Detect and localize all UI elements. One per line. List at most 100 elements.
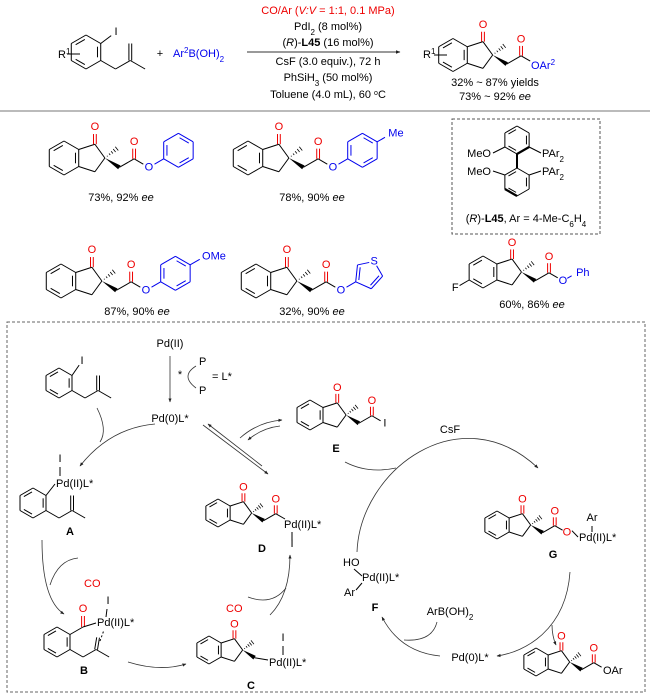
ring-bond [496,510,510,519]
hash-bond [245,645,248,648]
oxygen-atom: O [88,244,97,256]
bond [336,414,347,428]
acyl-iodide-reverse-arrow [247,425,281,441]
bond [528,146,542,154]
ring-bond [484,531,498,540]
bond [78,143,96,150]
hash-bond [528,263,532,267]
bond [522,513,532,526]
csf-reagent: CsF [440,424,460,436]
ester-oxygen: O [559,275,568,287]
bond [506,55,522,65]
ring-bond-bold [516,146,530,155]
aromatic-bond [53,144,64,152]
hash-bond [300,276,303,279]
bond [119,158,135,168]
iodide-label: I [290,538,293,550]
r1-label: R1 [423,47,436,62]
alkene-bond [94,637,98,650]
wedge-bond [242,650,256,660]
hash-bond [537,517,541,521]
ring-bond [523,668,537,677]
ring-bond [205,519,219,528]
bond [311,281,327,291]
bond [317,158,328,165]
aromatic-bond [245,267,256,275]
acyl-iodide-entry-arrow [344,461,397,471]
aryl-ring-bond [178,132,194,143]
ring-bond [56,649,71,658]
aryl-ring-bond [163,158,179,168]
ring-bond [468,255,484,265]
ring-bond [296,399,311,408]
hash-bond [351,408,354,412]
aromatic-bond [473,278,483,285]
aryl-bond [154,158,164,165]
aromatic-bond [209,502,218,508]
ring-bond [247,140,263,150]
bond [95,649,110,658]
pd-ii-complex-g: Pd(II)L* [579,532,617,544]
aryl-ring-bond [178,158,194,168]
oxygen-atom: O [333,382,342,394]
wedge-bond [521,272,537,283]
intermediate-label-c: C [247,680,255,692]
phosphorus-label: P [199,385,206,397]
bond [75,289,93,296]
bond [376,136,386,143]
aromatic-bond [47,630,57,636]
ring-bond [19,487,34,496]
ring-bond [45,367,60,376]
phosphine-label: PAr2 [542,148,565,164]
thiophene-double-bond [370,275,380,286]
ring-bond [504,167,518,176]
bond [94,143,106,159]
aromatic-bond [508,129,517,135]
hash-bond [247,644,250,647]
hash-bond [535,519,538,522]
hash-bond [109,271,113,276]
bond [100,35,112,44]
co-entry-arrow [247,587,287,601]
bond [561,661,571,674]
aromatic-bond [527,651,536,657]
ester-oxygen: O [142,284,151,296]
ring-bond [484,510,498,519]
wedge-bond [530,525,544,535]
ring-bond [233,140,249,150]
ligand-frame [451,118,601,235]
bond [189,258,200,266]
pd-ii-precatalyst: Pd(II) [157,338,184,350]
bond [520,55,531,62]
bond [45,510,60,519]
example-4-result: 32%, 90% ee [279,306,344,318]
ring-bond [535,668,549,677]
plus-sign: + [157,48,163,60]
aryl-ring-bond [347,158,363,168]
ring-bond [255,289,271,299]
fluorine-atom: F [452,282,459,294]
co-insertion-arrow [41,539,65,615]
r1-label: R1 [58,47,71,62]
aryl-ring-bond [347,132,363,143]
ring-bond [468,279,484,289]
thiophene-bond [357,261,370,266]
bond [508,531,523,537]
oxygen-atom: O [517,33,526,45]
aromatic-bond [50,287,61,295]
thiophene-bond [355,264,358,282]
bond [467,62,484,69]
bond [71,364,80,376]
bond [593,662,602,668]
ring-bond [85,34,101,44]
iodine-atom: I [114,26,117,38]
bond [115,60,131,70]
aromatic-bond [75,38,86,46]
oxygen-atom: O [518,494,527,506]
bond [275,513,286,520]
hash-bond [576,654,580,658]
ring-bond [296,422,311,431]
ester-oxygen: O [329,161,338,173]
bond [243,501,253,514]
